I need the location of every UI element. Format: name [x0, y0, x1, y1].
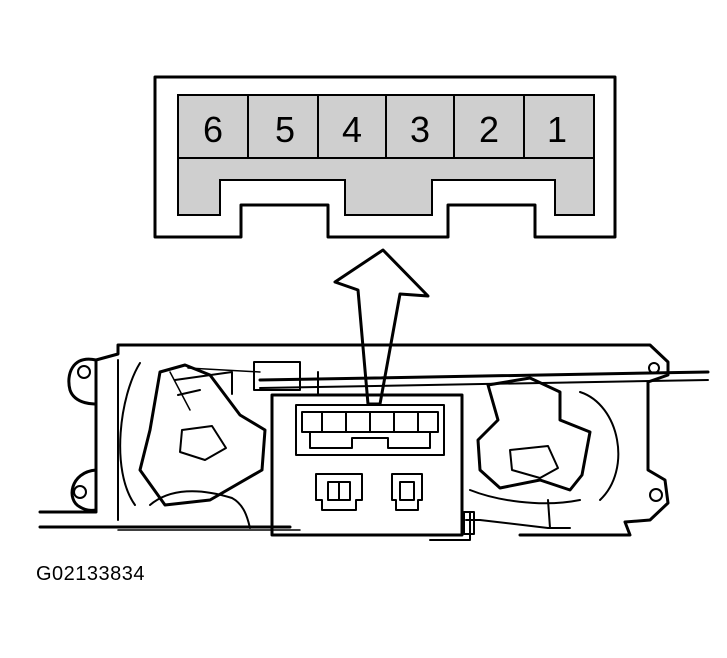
pin-number-5: 5 [275, 109, 295, 150]
wire-harness-left [117, 367, 301, 531]
keyway-channel [177, 157, 595, 216]
small-connector-right [391, 473, 423, 511]
left-cam-inner [179, 425, 227, 461]
bracket-left-lug-lower [70, 468, 98, 512]
pin-number-3: 3 [410, 109, 430, 150]
mounting-bracket [38, 343, 670, 537]
rail-top-inner [259, 379, 709, 389]
pin-number-4: 4 [342, 109, 362, 150]
figure-id-label: G02133834 [36, 563, 146, 585]
pin-number-6: 6 [203, 109, 223, 150]
connector-face: 6 5 4 3 2 1 [153, 75, 617, 239]
right-housing-arc [469, 391, 620, 505]
resistor-assembly [38, 343, 710, 541]
pin-number-1: 1 [547, 109, 567, 150]
housing-upper-step [253, 361, 319, 396]
left-cam [138, 363, 267, 507]
pointer-arrow [333, 248, 430, 406]
small-connector-left [315, 473, 363, 511]
mounting-hole-br [649, 488, 663, 502]
left-gear-housing [117, 359, 141, 521]
right-cam [476, 376, 592, 492]
housing-body [270, 393, 464, 537]
left-lower-spring [149, 490, 251, 529]
pin-cavity-1 [523, 94, 595, 159]
wire-clip [463, 511, 475, 535]
rail-top [258, 370, 710, 382]
housing-connector-cavities [301, 411, 439, 449]
pin-cavity-4 [317, 94, 387, 159]
mounting-hole-tl [77, 365, 91, 379]
housing-connector-frame [295, 404, 445, 456]
pin-number-2: 2 [479, 109, 499, 150]
bracket-left-lug [67, 357, 98, 406]
pin-cavity-3 [385, 94, 455, 159]
mounting-hole-bl [73, 485, 87, 499]
right-cam-inner [509, 445, 559, 479]
